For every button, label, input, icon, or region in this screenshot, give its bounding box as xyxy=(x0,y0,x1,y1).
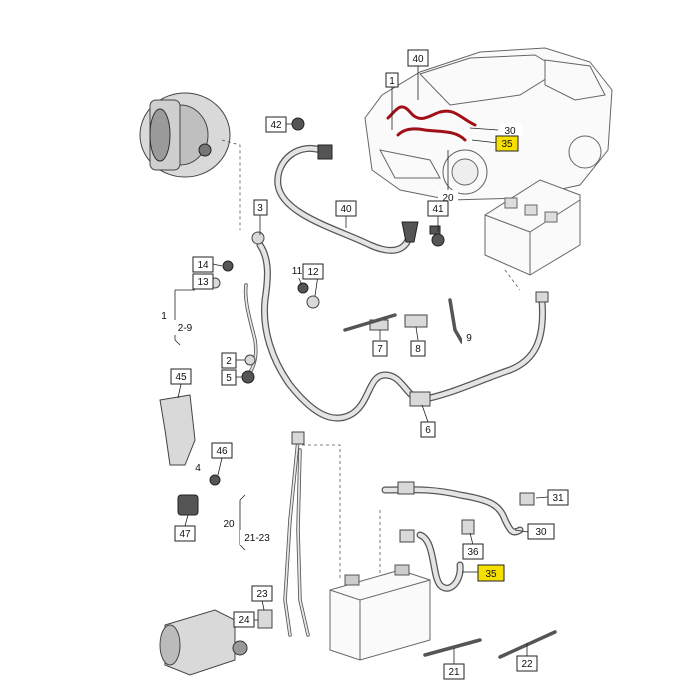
cable-40 xyxy=(274,144,419,254)
svg-text:14: 14 xyxy=(197,260,209,271)
callout-6[interactable]: 6 xyxy=(420,421,436,438)
callout-2[interactable]: 2 xyxy=(221,352,237,369)
fuse-box xyxy=(484,179,581,276)
svg-text:13: 13 xyxy=(197,277,209,288)
svg-text:1: 1 xyxy=(161,311,167,322)
svg-text:30: 30 xyxy=(504,126,516,137)
svg-text:3: 3 xyxy=(257,203,263,214)
callout-12[interactable]: 12 xyxy=(302,263,324,280)
svg-text:20: 20 xyxy=(223,519,235,530)
callout-24[interactable]: 24 xyxy=(233,611,255,628)
callout-21-23[interactable]: 21-23 xyxy=(240,530,274,545)
cable-main xyxy=(243,241,549,422)
callout-31[interactable]: 31 xyxy=(547,489,569,506)
svg-text:1: 1 xyxy=(389,76,395,87)
callout-8[interactable]: 8 xyxy=(410,340,426,357)
svg-text:45: 45 xyxy=(175,372,187,383)
callout-13[interactable]: 13 xyxy=(192,273,214,290)
callout-30-top[interactable]: 30 xyxy=(500,123,522,137)
svg-text:35: 35 xyxy=(485,569,497,580)
svg-text:2: 2 xyxy=(226,356,232,367)
svg-text:5: 5 xyxy=(226,373,232,384)
callout-40-mid[interactable]: 40 xyxy=(335,200,357,217)
callouts: 40 1 30 35 20 42 3 40 41 14 13 11 12 1 2… xyxy=(158,49,569,680)
callout-46[interactable]: 46 xyxy=(211,442,233,459)
svg-text:30: 30 xyxy=(535,527,547,538)
alternator xyxy=(139,92,231,178)
svg-text:40: 40 xyxy=(412,54,424,65)
callout-45[interactable]: 45 xyxy=(170,368,192,385)
svg-text:47: 47 xyxy=(179,529,191,540)
small-parts xyxy=(159,117,557,659)
callout-42[interactable]: 42 xyxy=(265,116,287,133)
svg-text:12: 12 xyxy=(307,267,319,278)
svg-text:46: 46 xyxy=(216,446,228,457)
callout-30-bottom[interactable]: 30 xyxy=(527,523,555,540)
svg-text:41: 41 xyxy=(432,204,444,215)
vehicle-illustration xyxy=(364,47,613,201)
callout-22[interactable]: 22 xyxy=(516,655,538,672)
svg-text:36: 36 xyxy=(467,547,479,558)
callout-3[interactable]: 3 xyxy=(253,199,268,216)
battery-cables xyxy=(381,481,524,592)
svg-text:2-9: 2-9 xyxy=(178,323,193,334)
callout-21[interactable]: 21 xyxy=(443,663,465,680)
callout-7[interactable]: 7 xyxy=(372,340,388,357)
svg-text:21-23: 21-23 xyxy=(244,533,270,544)
starter-motor xyxy=(159,609,248,676)
callout-1-bracket[interactable]: 1 xyxy=(158,308,170,323)
svg-text:24: 24 xyxy=(238,615,250,626)
battery xyxy=(329,564,431,661)
svg-text:11: 11 xyxy=(292,266,303,277)
callout-40-top[interactable]: 40 xyxy=(407,49,429,67)
callout-1-top[interactable]: 1 xyxy=(385,72,399,88)
reference-lines xyxy=(221,139,521,580)
callout-35-bottom[interactable]: 35 xyxy=(477,564,505,582)
svg-text:7: 7 xyxy=(377,344,383,355)
svg-text:40: 40 xyxy=(340,204,352,215)
svg-text:4: 4 xyxy=(195,463,201,474)
svg-text:9: 9 xyxy=(466,333,472,344)
svg-text:20: 20 xyxy=(442,193,454,204)
svg-text:21: 21 xyxy=(448,667,460,678)
svg-text:31: 31 xyxy=(552,493,564,504)
callout-2-9[interactable]: 2-9 xyxy=(174,320,196,335)
callout-36[interactable]: 36 xyxy=(462,543,484,560)
callout-23[interactable]: 23 xyxy=(251,585,273,602)
callout-4[interactable]: 4 xyxy=(192,460,204,474)
svg-text:8: 8 xyxy=(415,344,421,355)
callout-47[interactable]: 47 xyxy=(174,525,196,542)
svg-text:35: 35 xyxy=(501,139,513,150)
cable-20 xyxy=(283,431,310,637)
svg-text:22: 22 xyxy=(521,659,533,670)
callout-9[interactable]: 9 xyxy=(462,330,476,345)
svg-text:23: 23 xyxy=(256,589,268,600)
callout-11[interactable]: 11 xyxy=(292,263,303,278)
svg-text:6: 6 xyxy=(425,425,431,436)
callout-14[interactable]: 14 xyxy=(192,256,214,273)
callout-20-left[interactable]: 20 xyxy=(220,516,238,531)
svg-text:42: 42 xyxy=(270,120,282,131)
callout-41[interactable]: 41 xyxy=(427,200,449,217)
callout-5[interactable]: 5 xyxy=(221,369,237,386)
callout-35-top[interactable]: 35 xyxy=(495,135,519,152)
